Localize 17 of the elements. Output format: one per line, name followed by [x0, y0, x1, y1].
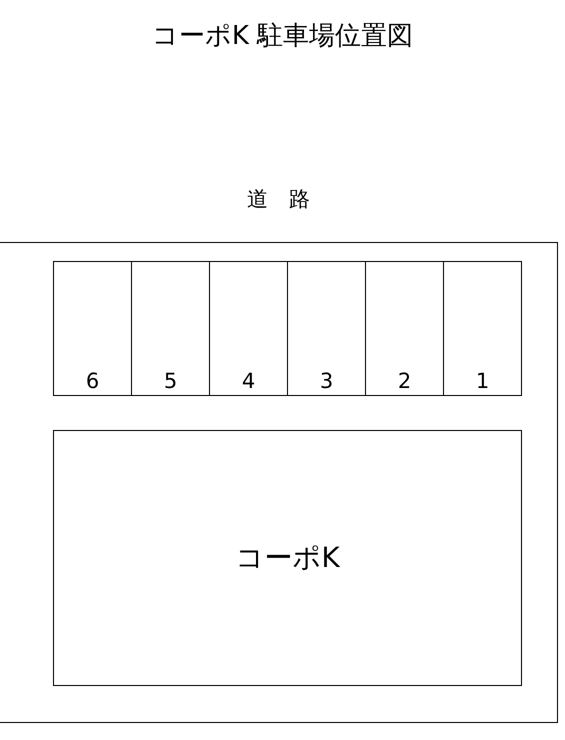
space-number: 4 [240, 369, 256, 393]
parking-space [287, 261, 366, 396]
space-number: 2 [396, 369, 412, 393]
building-name: コーポK [234, 540, 342, 576]
parking-space [365, 261, 444, 396]
parking-space [443, 261, 522, 396]
building-outline [53, 430, 522, 686]
space-number: 6 [84, 369, 100, 393]
site-boundary [0, 242, 558, 723]
road-label: 道 路 [246, 186, 311, 213]
parking-space [209, 261, 288, 396]
space-number: 3 [318, 369, 334, 393]
parking-space [53, 261, 132, 396]
space-number: 5 [162, 369, 178, 393]
diagram-title: コーポK 駐車場位置図 [150, 20, 414, 53]
parking-space [131, 261, 210, 396]
space-number: 1 [474, 369, 490, 393]
